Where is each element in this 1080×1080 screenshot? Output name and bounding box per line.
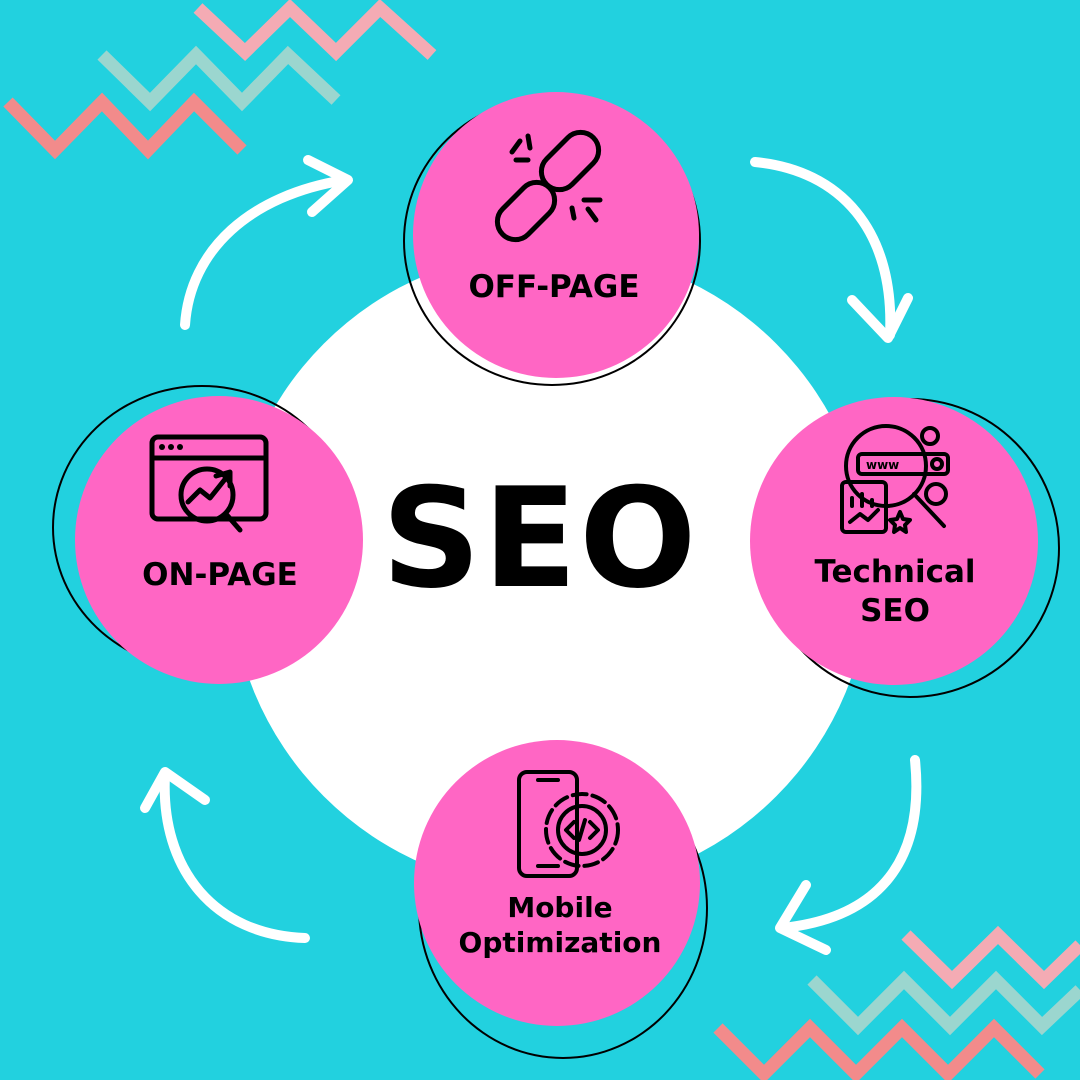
arrow-offpage-to-technical-head: [847, 293, 913, 343]
arrow-mobile-to-onpage: [159, 770, 310, 943]
off-page-label: OFF-PAGE: [468, 269, 640, 305]
on-page-node: [75, 396, 363, 684]
technical-seo-label-line1: Technical: [814, 554, 976, 590]
seo-center-title: SEO: [381, 458, 699, 619]
mobile-optimization-label: Mobile Optimization: [430, 890, 690, 960]
technical-seo-label: Technical SEO: [775, 553, 1015, 631]
on-page-label: ON-PAGE: [142, 557, 298, 593]
technical-seo-label-line2: SEO: [860, 592, 930, 629]
arrow-onpage-to-offpage: [180, 175, 350, 330]
zigzag-bottom-pink: [901, 925, 1080, 990]
mobile-optimization-label-line2: Optimization: [458, 926, 662, 959]
zigzag-top-pink: [193, 0, 437, 62]
zigzag-top-mint: [97, 45, 341, 112]
off-page-node: [413, 92, 699, 378]
mobile-optimization-label-line1: Mobile: [507, 891, 613, 924]
mobile-optimization-node: [414, 740, 700, 1026]
arrow-offpage-to-technical: [750, 157, 896, 340]
arrow-onpage-to-offpage-head: [303, 155, 353, 217]
zigzag-top-coral: [3, 92, 247, 160]
zigzag-bottom-coral: [713, 1018, 1045, 1080]
url-www-glyph: www: [866, 458, 899, 472]
arrow-technical-to-mobile: [777, 755, 922, 933]
technical-seo-node: [750, 397, 1038, 685]
arrow-technical-to-mobile-head: [775, 880, 831, 955]
zigzag-bottom-mint: [807, 970, 1080, 1036]
arrow-mobile-to-onpage-head: [140, 767, 210, 813]
